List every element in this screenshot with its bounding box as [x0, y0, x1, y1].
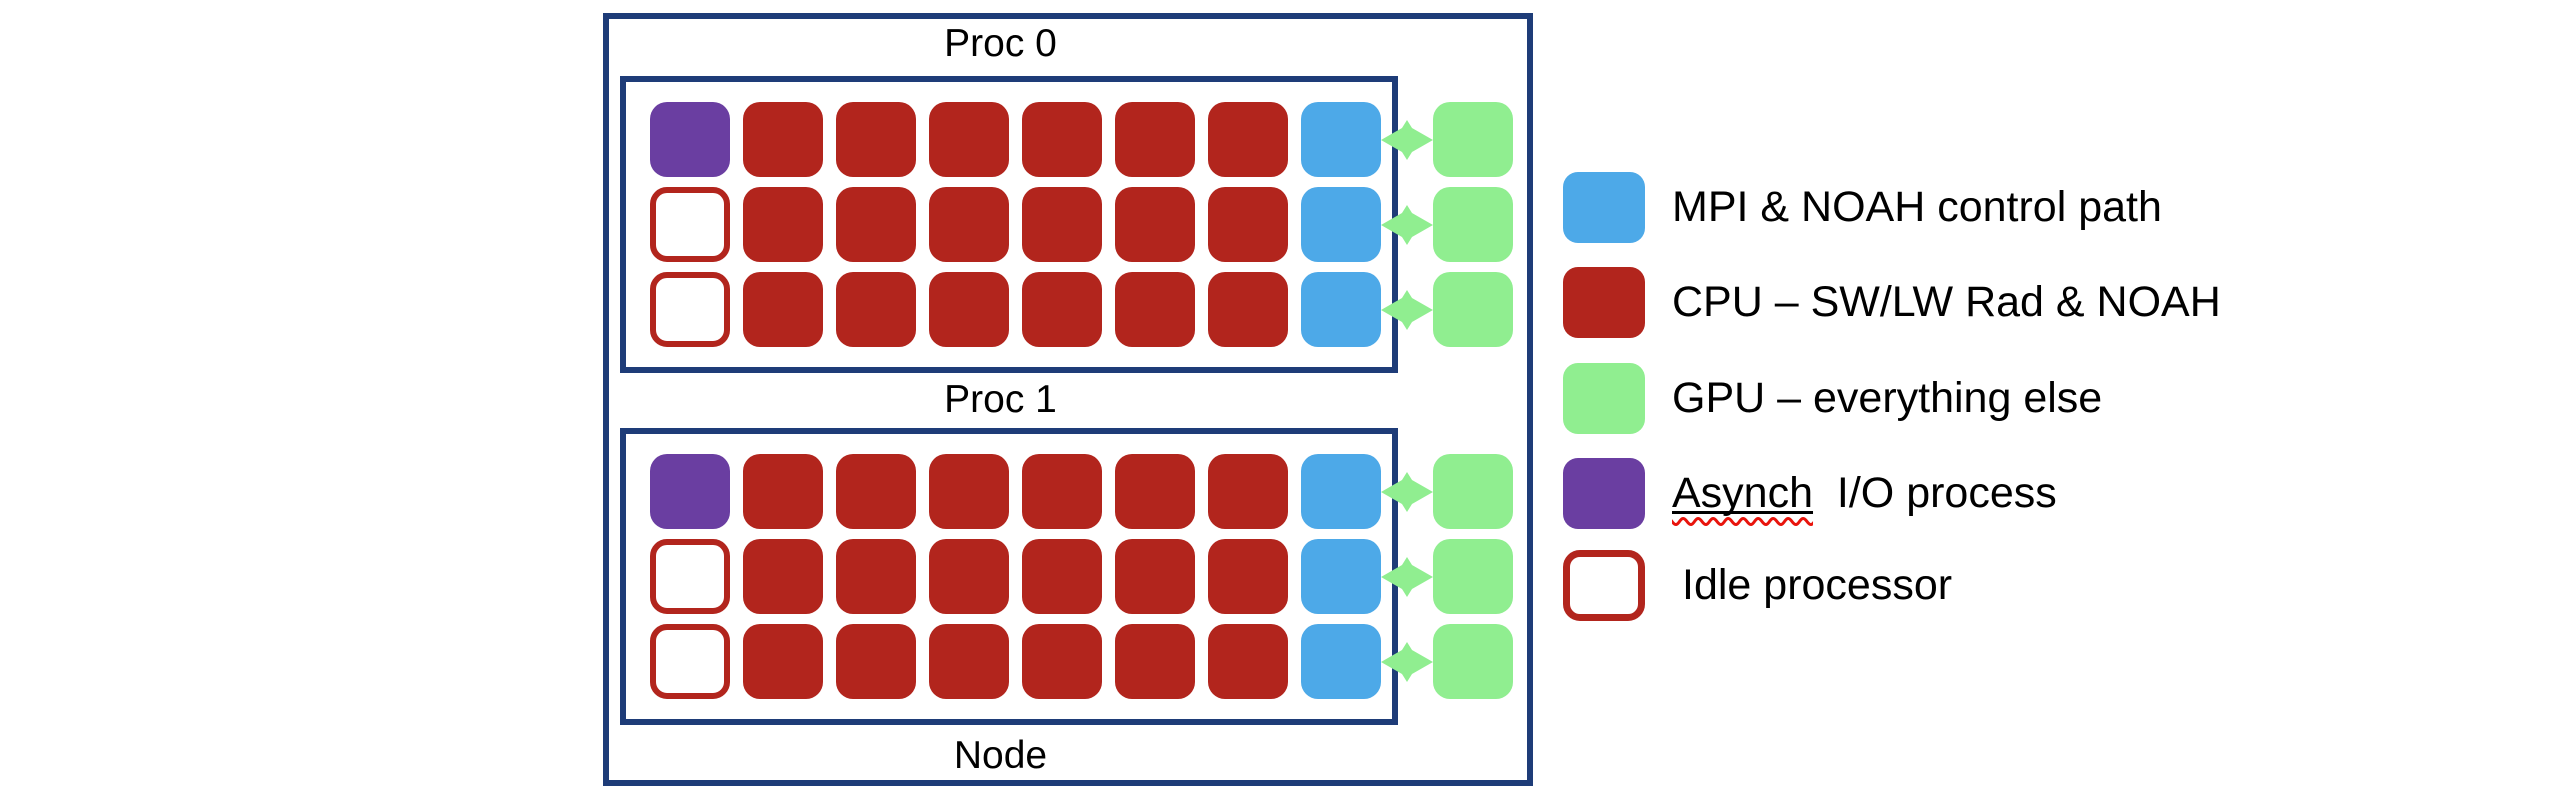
proc1-group: [620, 428, 1513, 725]
gpu-square: [1433, 624, 1513, 699]
legend-label-cpu: CPU – SW/LW Rad & NOAH: [1672, 278, 2221, 326]
cpu-square: [1115, 187, 1195, 262]
node-label: Node: [953, 734, 1048, 777]
cpu-square: [1115, 272, 1195, 347]
mpi-swatch: [1563, 172, 1645, 243]
node-box: [603, 13, 1533, 786]
proc-row: [620, 272, 1513, 347]
cpu-square: [836, 624, 916, 699]
cpu-square: [1022, 187, 1102, 262]
cpu-square: [1022, 624, 1102, 699]
mpi-square: [1301, 272, 1381, 347]
cpu-square: [1022, 454, 1102, 529]
cpu-square: [929, 187, 1009, 262]
legend-item-idle: Idle processor: [1563, 550, 1952, 621]
cpu-square: [1208, 539, 1288, 614]
cpu-square: [1208, 624, 1288, 699]
idle-square: [650, 272, 730, 347]
legend-item-asynch-io: Asynch I/O process: [1563, 458, 2057, 529]
proc1-label: Proc 1: [944, 378, 1057, 421]
link-diamond-icon: [1381, 204, 1433, 245]
proc-row: [620, 539, 1513, 614]
legend-label-idle: Idle processor: [1682, 561, 1953, 609]
cpu-square: [743, 539, 823, 614]
link-diamond-icon: [1381, 119, 1433, 160]
link-diamond-shape: [1381, 119, 1433, 160]
legend-item-cpu: CPU – SW/LW Rad & NOAH: [1563, 267, 2221, 338]
link-diamond-shape: [1381, 204, 1433, 245]
link-diamond-icon: [1381, 289, 1433, 330]
gpu-square: [1433, 102, 1513, 177]
asynch-io-swatch: [1563, 458, 1645, 529]
cpu-square: [929, 272, 1009, 347]
link-diamond-icon: [1381, 556, 1433, 597]
mpi-square: [1301, 454, 1381, 529]
gpu-square: [1433, 539, 1513, 614]
cpu-square: [1115, 454, 1195, 529]
idle-square: [650, 539, 730, 614]
proc0-group: [620, 76, 1513, 373]
gpu-square: [1433, 272, 1513, 347]
link-diamond-shape: [1381, 471, 1433, 512]
asynch-io-square: [650, 454, 730, 529]
cpu-square: [1208, 102, 1288, 177]
cpu-square: [1115, 624, 1195, 699]
asynch-underlined-word: Asynch: [1672, 469, 1814, 517]
legend-item-gpu: GPU – everything else: [1563, 363, 2102, 434]
proc-row: [620, 187, 1513, 262]
link-diamond-shape: [1381, 556, 1433, 597]
cpu-square: [1022, 272, 1102, 347]
cpu-square: [1208, 272, 1288, 347]
cpu-square: [836, 272, 916, 347]
cpu-swatch: [1563, 267, 1645, 338]
link-diamond-icon: [1381, 641, 1433, 682]
cpu-square: [929, 454, 1009, 529]
idle-swatch: [1563, 550, 1645, 621]
legend-label-gpu: GPU – everything else: [1672, 374, 2103, 422]
proc-row: [620, 454, 1513, 529]
link-diamond-shape: [1381, 289, 1433, 330]
cpu-square: [1022, 102, 1102, 177]
cpu-square: [1208, 187, 1288, 262]
asynch-label-rest: I/O process: [1813, 469, 2057, 517]
mpi-square: [1301, 624, 1381, 699]
proc1-rows: [620, 428, 1513, 725]
gpu-swatch: [1563, 363, 1645, 434]
cpu-square: [743, 102, 823, 177]
cpu-square: [836, 187, 916, 262]
cpu-square: [1022, 539, 1102, 614]
proc0-label: Proc 0: [944, 22, 1057, 65]
cpu-square: [1115, 539, 1195, 614]
proc-row: [620, 624, 1513, 699]
link-diamond-icon: [1381, 471, 1433, 512]
asynch-io-square: [650, 102, 730, 177]
legend-label-asynch-io: Asynch I/O process: [1672, 469, 2057, 518]
legend-label-mpi: MPI & NOAH control path: [1672, 183, 2162, 231]
cpu-square: [836, 102, 916, 177]
cpu-square: [1208, 454, 1288, 529]
mpi-square: [1301, 187, 1381, 262]
cpu-square: [743, 272, 823, 347]
proc-row: [620, 102, 1513, 177]
link-diamond-shape: [1381, 641, 1433, 682]
cpu-square: [836, 539, 916, 614]
idle-square: [650, 624, 730, 699]
proc0-rows: [620, 76, 1513, 373]
gpu-square: [1433, 454, 1513, 529]
idle-square: [650, 187, 730, 262]
mpi-square: [1301, 539, 1381, 614]
cpu-square: [836, 454, 916, 529]
cpu-square: [743, 187, 823, 262]
gpu-square: [1433, 187, 1513, 262]
cpu-square: [929, 624, 1009, 699]
cpu-square: [743, 624, 823, 699]
mpi-square: [1301, 102, 1381, 177]
cpu-square: [929, 539, 1009, 614]
cpu-square: [743, 454, 823, 529]
cpu-square: [929, 102, 1009, 177]
legend-item-mpi: MPI & NOAH control path: [1563, 172, 2162, 243]
cpu-square: [1115, 102, 1195, 177]
